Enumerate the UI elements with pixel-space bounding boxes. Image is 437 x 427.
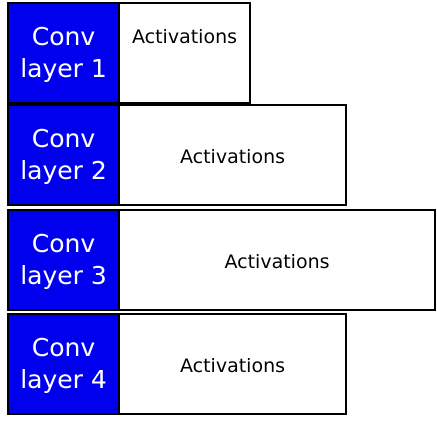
conv-layer-4-block: Conv layer 4 [7,313,120,415]
conv-layer-3-subtitle: layer 3 [20,261,107,290]
conv-layer-1-block: Conv layer 1 [7,2,120,104]
conv-layer-4-title: Conv [31,333,96,362]
conv-layer-2-title: Conv [31,124,96,153]
activations-label-2: Activations [179,146,286,168]
conv-layer-2-block: Conv layer 2 [7,104,120,206]
activations-label-3: Activations [224,251,330,273]
conv-layer-2-subtitle: layer 2 [20,156,107,185]
activations-block-4: Activations [120,313,347,415]
activations-label-4: Activations [179,355,286,377]
conv-layer-4-subtitle: layer 4 [20,365,107,394]
activations-block-2: Activations [120,104,347,206]
activations-block-1: Activations [120,2,251,104]
conv-layer-3-block: Conv layer 3 [7,209,120,311]
conv-layer-1-title: Conv [31,22,96,51]
conv-layer-1-subtitle: layer 1 [20,54,107,83]
activations-block-3: Activations [120,209,436,311]
activations-label-1: Activations [131,26,238,48]
conv-layer-3-title: Conv [31,229,96,258]
